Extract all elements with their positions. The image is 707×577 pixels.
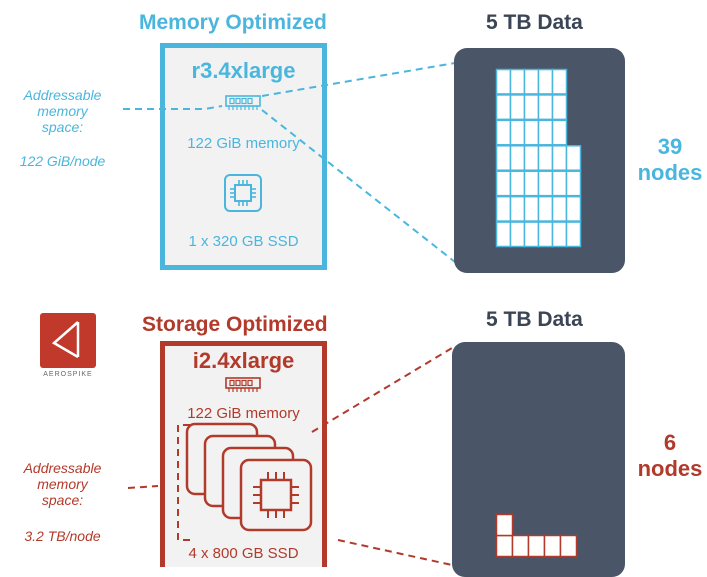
memory-ram-label: 122 GiB memory xyxy=(187,135,300,152)
memory-addressable-value: 122 GiB/node xyxy=(19,153,106,169)
storage-addressable-label: Addressable memory space: xyxy=(23,460,102,508)
node-cell xyxy=(565,221,582,248)
node-cell xyxy=(551,119,568,146)
storage-node-grid xyxy=(495,513,578,558)
node-cell xyxy=(543,534,562,558)
storage-ssd-label: 4 x 800 GB SSD xyxy=(188,545,299,562)
aerospike-brand-text: AEROSPIKE xyxy=(43,371,93,378)
node-cell xyxy=(565,145,582,171)
memory-node-grid xyxy=(495,68,582,248)
node-cell xyxy=(495,513,514,537)
memory-addressable-label: Addressable memory space: xyxy=(23,87,102,135)
node-cell xyxy=(551,94,568,121)
memory-node-count: 39 nodes xyxy=(637,134,703,185)
node-cell xyxy=(527,534,546,558)
node-cell xyxy=(565,170,582,197)
cpu-chip-icon xyxy=(224,174,262,212)
node-cell xyxy=(559,534,578,558)
memory-instance-box xyxy=(160,43,327,270)
ram-chip-icon xyxy=(225,95,261,110)
ssd-stack-icon xyxy=(185,422,313,532)
aerospike-logo-icon xyxy=(40,313,96,368)
storage-instance-type: i2.4xlarge xyxy=(192,348,295,373)
memory-data-title: 5 TB Data xyxy=(486,11,583,34)
node-cell xyxy=(511,534,530,558)
storage-addressable-value: 3.2 TB/node xyxy=(24,528,101,544)
node-cell xyxy=(565,195,582,222)
storage-ram-label: 122 GiB memory xyxy=(187,405,300,422)
memory-optimized-title: Memory Optimized xyxy=(139,11,327,34)
node-cell xyxy=(495,534,514,558)
storage-data-title: 5 TB Data xyxy=(486,308,583,331)
storage-node-count: 6 nodes xyxy=(637,430,703,481)
ram-chip-icon xyxy=(225,377,261,392)
storage-optimized-title: Storage Optimized xyxy=(142,313,328,336)
node-cell xyxy=(551,68,568,95)
memory-instance-type: r3.4xlarge xyxy=(191,58,296,83)
memory-ssd-label: 1 x 320 GB SSD xyxy=(188,233,299,250)
